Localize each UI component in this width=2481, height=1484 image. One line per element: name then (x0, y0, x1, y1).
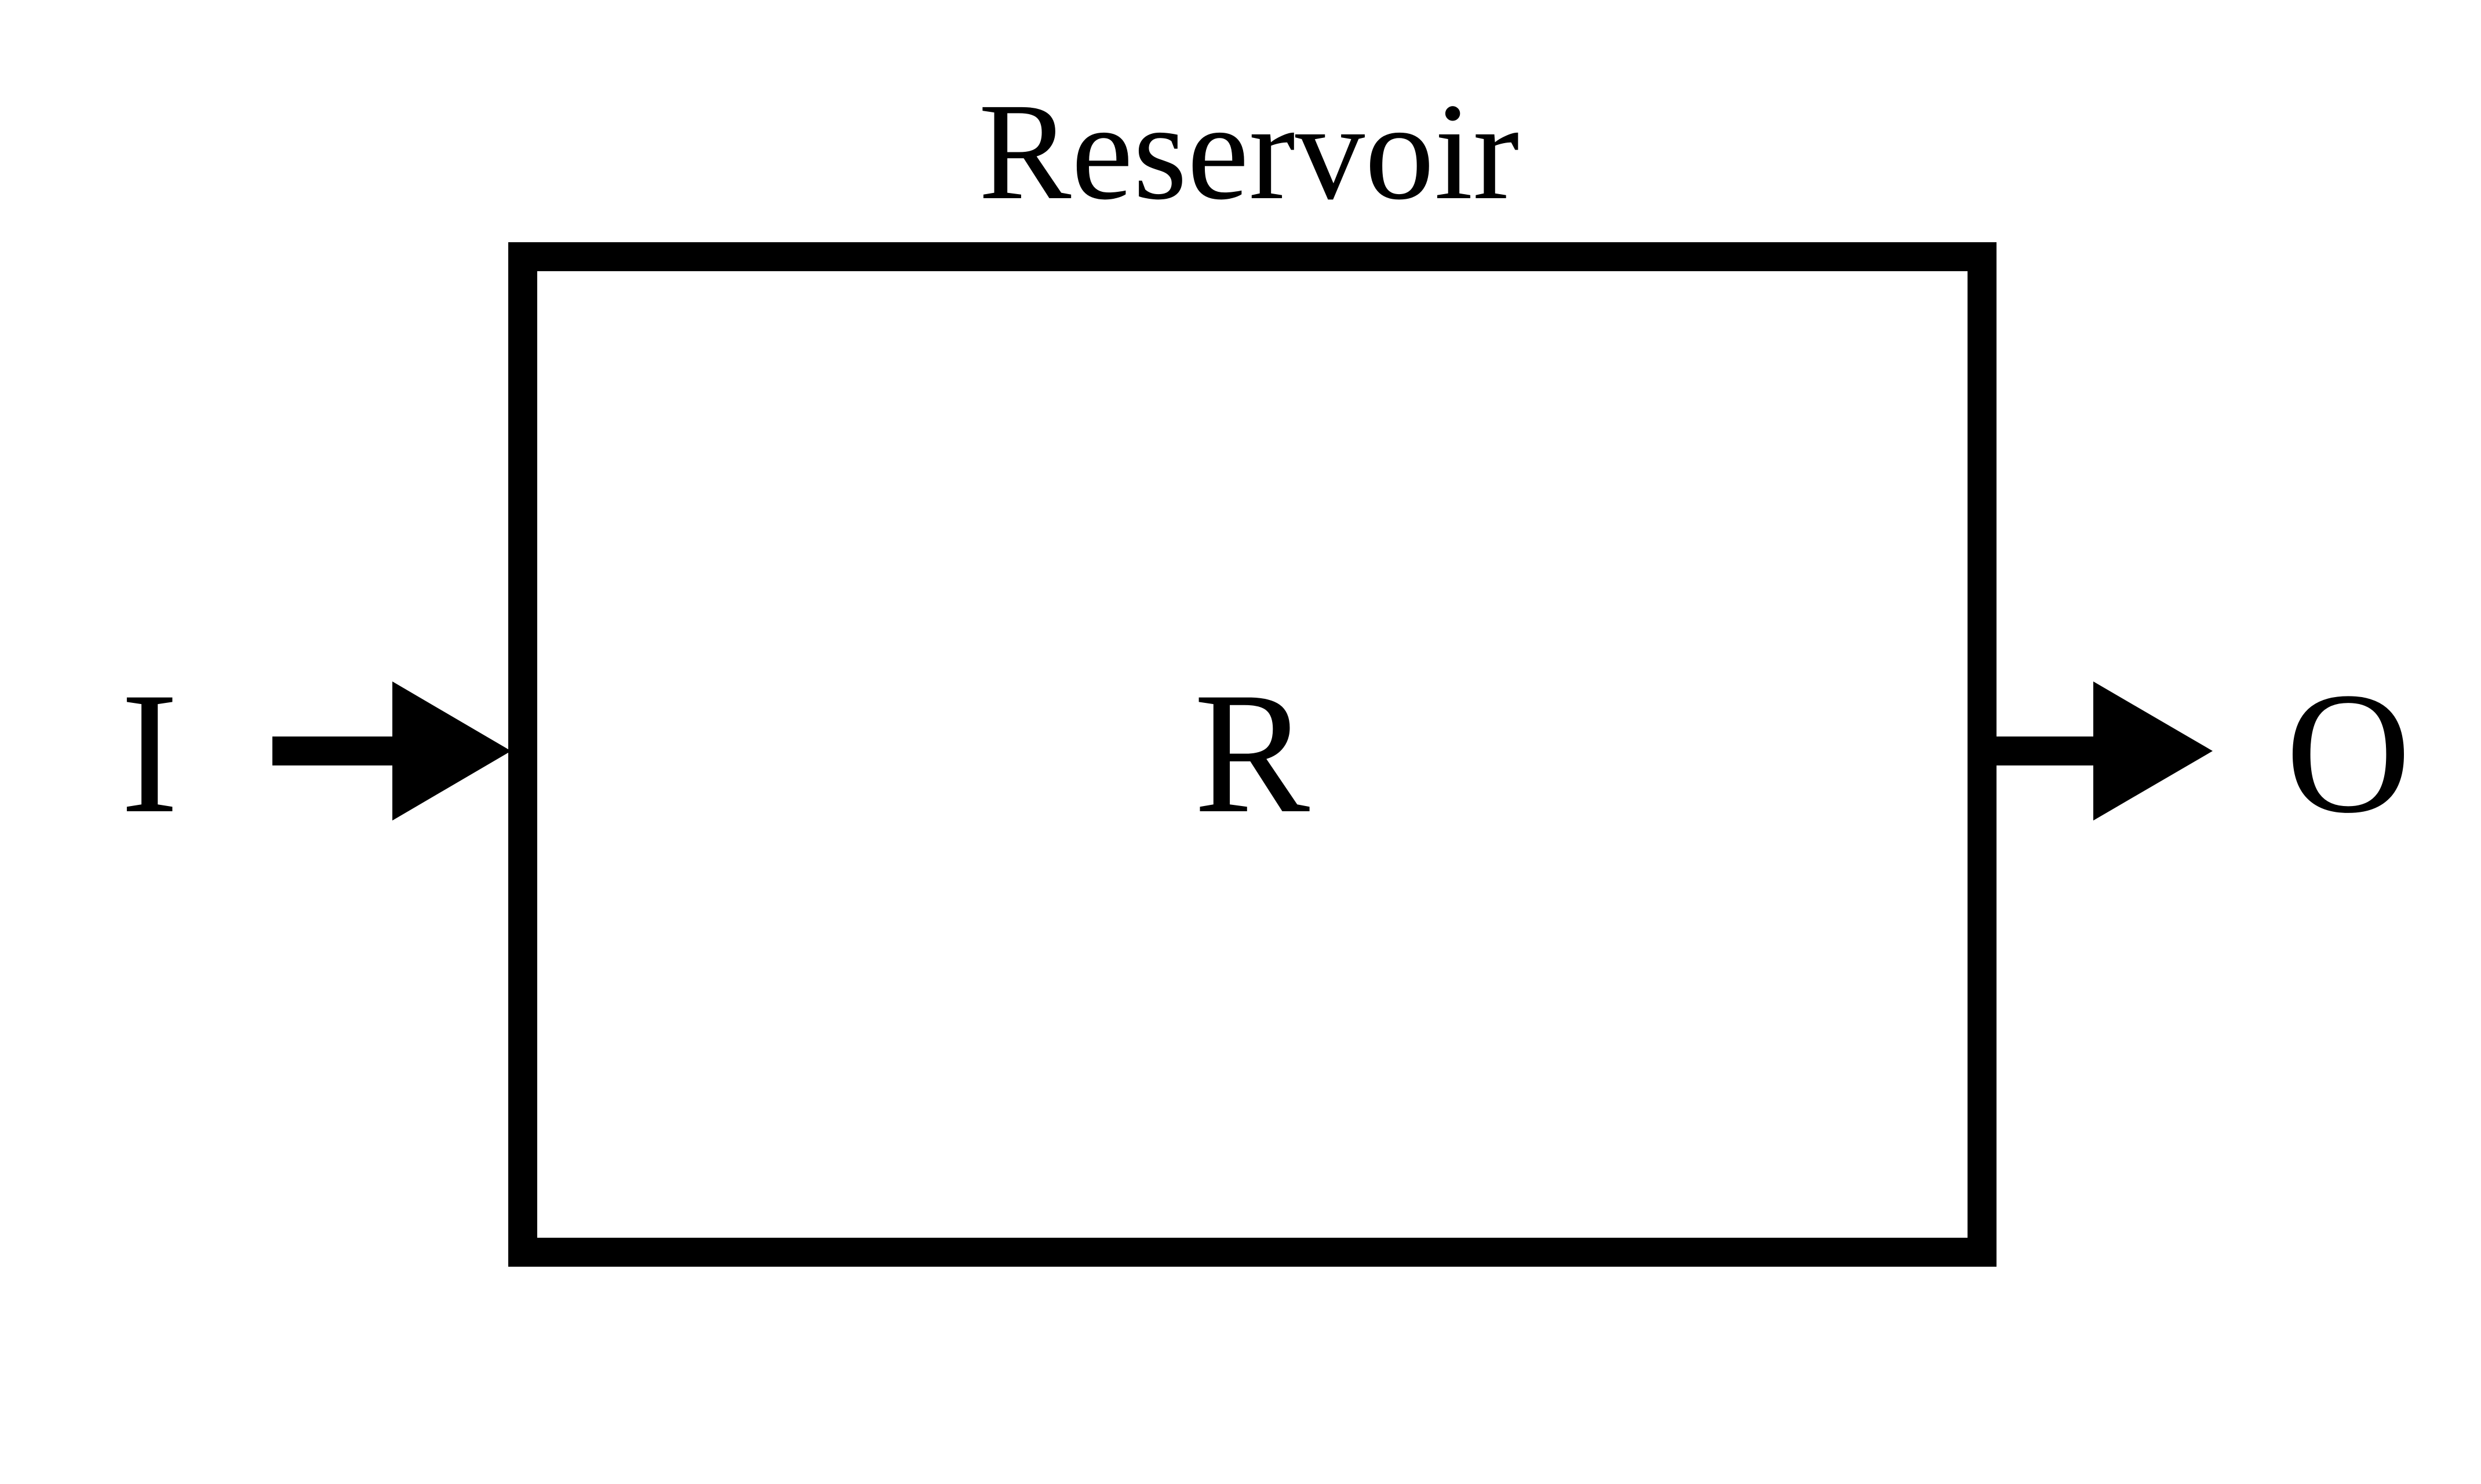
output-arrow (1982, 681, 2213, 821)
input-label: I (121, 657, 178, 849)
input-arrow (272, 681, 511, 821)
input-arrow-shaft (272, 736, 397, 765)
input-arrow-head (392, 681, 511, 821)
output-label: O (2286, 657, 2411, 849)
output-arrow-head (2093, 681, 2213, 821)
output-arrow-shaft (1982, 736, 2098, 765)
reservoir-title: Reservoir (978, 74, 1519, 228)
reservoir-label: R (1194, 657, 1311, 849)
